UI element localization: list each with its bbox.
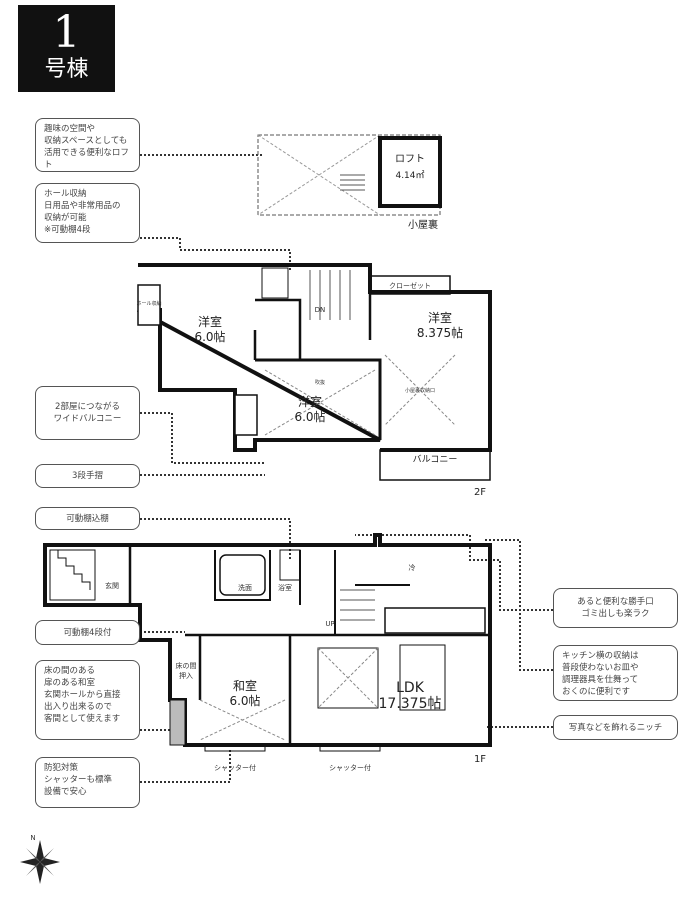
callout-line: 3段手摺: [72, 471, 103, 481]
room-2f-western-2-area: 8.375帖: [417, 325, 463, 340]
room-2f-western-3-area: 6.0帖: [294, 409, 325, 424]
loft-area: 4.14㎡: [395, 170, 424, 181]
room-ldk-name: LDK: [396, 680, 425, 696]
stair-up-label: UP: [325, 620, 334, 628]
room-2f-western-1-name: 洋室: [198, 314, 222, 329]
callout-line: 収納スペースとしても: [44, 136, 128, 146]
room-2f-western-1-area: 6.0帖: [194, 329, 225, 344]
tokonoma-label: 床の間: [176, 661, 197, 670]
callout-line: 2部屋につながる: [55, 402, 120, 412]
floor1-plan: [43, 533, 492, 752]
washroom-label: 洗面: [238, 583, 252, 592]
building-label: 号棟: [44, 57, 89, 82]
callout-line: 趣味の空間や: [44, 124, 96, 134]
balcony-label: バルコニー: [413, 454, 458, 465]
callout-line: ホール収納: [44, 189, 87, 199]
callout-line: 玄関ホールから直接: [44, 690, 121, 700]
callout-niche: 写真などを飾れるニッチ: [553, 715, 678, 740]
entrance-label: 玄関: [105, 581, 119, 590]
callout-line: ワイドバルコニー: [53, 414, 122, 424]
closet-1f-label: 押入: [179, 671, 193, 680]
room-ldk-area: 17.375帖: [379, 696, 442, 712]
shutter-label-1: シャッター付: [214, 763, 256, 772]
callout-line: 客間として使えます: [44, 714, 121, 724]
fridge-label: 冷: [409, 563, 416, 572]
loft-room-name: ロフト: [395, 154, 425, 165]
callout-security: 防犯対策 シャッターも標準 設備で安心: [35, 757, 140, 808]
closet-label: クローゼット: [389, 281, 431, 290]
callout-line: 扉のある和室: [44, 678, 96, 688]
callout-line: ※可動棚4段: [44, 225, 91, 235]
callout-line: 日用品や非常用品の: [44, 201, 121, 211]
room-japanese-area: 6.0帖: [229, 693, 260, 708]
bathroom-label: 浴室: [278, 583, 292, 592]
callout-line: 防犯対策: [44, 763, 79, 773]
callout-loft: 趣味の空間や 収納スペースとしても 活用できる便利なロフト: [35, 118, 140, 172]
callout-balcony: 2部屋につながる ワイドバルコニー: [35, 386, 140, 440]
room-2f-western-2-name: 洋室: [428, 310, 452, 325]
building-number: 1: [52, 7, 81, 58]
attic-hatch-label: 小屋裏収納口: [405, 387, 435, 394]
callout-handrail: 3段手摺: [35, 464, 140, 488]
callout-japanese-room: 床の間のある 扉のある和室 玄関ホールから直接 出入り出来るので 客間として使え…: [35, 660, 140, 740]
callout-line: おくのに便利です: [562, 687, 631, 697]
compass-icon: [20, 840, 60, 884]
callout-line: 普段使わないお皿や: [562, 663, 639, 673]
stair-dn-label: DN: [315, 306, 326, 314]
callout-movable-shelf: 可動棚4段付: [35, 620, 140, 645]
callout-line: 床の間のある: [44, 666, 96, 676]
floor2-plan: [137, 263, 492, 481]
floor2-label: 2F: [474, 487, 486, 498]
callout-back-door: あると便利な勝手口 ゴミ出しも楽ラク: [553, 588, 678, 628]
callout-shelf: 可動棚込棚: [35, 507, 140, 530]
room-japanese-name: 和室: [233, 678, 257, 693]
hall-storage-label: ホール収納: [136, 300, 161, 307]
room-2f-western-3-name: 洋室: [298, 394, 322, 409]
building-number-badge: 1 号棟: [18, 5, 115, 92]
callout-line: 出入り出来るので: [44, 702, 113, 712]
callout-hall-storage: ホール収納 日用品や非常用品の 収納が可能 ※可動棚4段: [35, 183, 140, 243]
callout-line: あると便利な勝手口: [577, 597, 654, 607]
floor1-label: 1F: [474, 754, 486, 765]
callout-line: 調理器具を仕舞って: [562, 675, 639, 685]
callout-kitchen-storage: キッチン横の収納は 普段使わないお皿や 調理器具を仕舞って おくのに便利です: [553, 645, 678, 701]
callout-line: 収納が可能: [44, 213, 87, 223]
loft-label: 小屋裏: [408, 218, 438, 231]
callout-line: 設備で安心: [44, 787, 87, 797]
callout-line: キッチン横の収納は: [562, 651, 639, 661]
shutter-label-2: シャッター付: [329, 763, 371, 772]
callout-line: 可動棚込棚: [66, 513, 109, 524]
callout-line: 可動棚4段付: [63, 627, 112, 638]
callout-line: 活用できる便利なロフト: [44, 148, 129, 170]
void-label: 吹抜: [315, 379, 325, 386]
callout-line: ゴミ出しも楽ラク: [581, 609, 650, 619]
loft-plan: [257, 134, 442, 216]
callout-line: シャッターも標準: [44, 775, 113, 785]
callout-line: 写真などを飾れるニッチ: [568, 722, 663, 733]
compass-north-label: N: [30, 834, 35, 842]
